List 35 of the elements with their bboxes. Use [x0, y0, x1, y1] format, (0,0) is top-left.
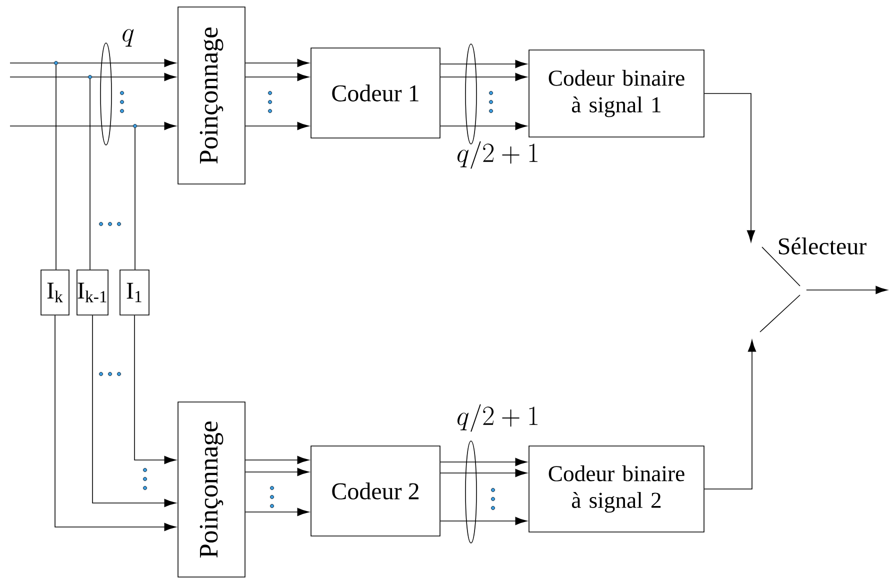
- interleaver-box: I$_{k}$: [40, 270, 70, 316]
- process-box: Codeur 1: [310, 48, 440, 138]
- arrow: [440, 468, 528, 478]
- arrow: [440, 60, 528, 68]
- process-box: Codeur 2: [310, 446, 440, 536]
- arrow: [806, 286, 888, 294]
- bundle-label: $q/2+1$: [457, 404, 538, 432]
- arrow: [10, 72, 176, 82]
- arrow: [10, 58, 176, 68]
- arrow: [245, 58, 310, 68]
- bundle-label: $q$: [122, 29, 134, 47]
- process-box: Poinçonnage: [178, 402, 246, 578]
- arrow: [10, 122, 176, 130]
- arrow: [92, 315, 176, 508]
- arrow: [245, 456, 310, 464]
- process-box: Codeur binaire à signal 1: [528, 50, 704, 138]
- selector-switch: Sélecteur: [760, 238, 866, 332]
- process-box: Codeur binaire à signal 2: [528, 446, 704, 532]
- process-box: Poinçonnage: [178, 6, 246, 184]
- interleaver-box: I$_{k-1}$: [76, 270, 108, 316]
- arrow: [704, 93, 756, 242]
- arrow: [245, 122, 310, 130]
- arrow: [704, 340, 756, 490]
- arrow: [134, 315, 176, 464]
- arrow: [245, 72, 310, 82]
- interleaver-box: I$_{1}$: [120, 270, 150, 316]
- arrow: [440, 72, 528, 82]
- arrow: [245, 468, 310, 476]
- bundle-label: $q/2+1$: [457, 141, 538, 169]
- tap-line: [134, 127, 136, 270]
- arrow: [54, 315, 176, 532]
- arrow: [440, 516, 528, 526]
- arrow: [440, 122, 528, 130]
- arrow: [440, 458, 528, 466]
- arrow: [245, 508, 310, 516]
